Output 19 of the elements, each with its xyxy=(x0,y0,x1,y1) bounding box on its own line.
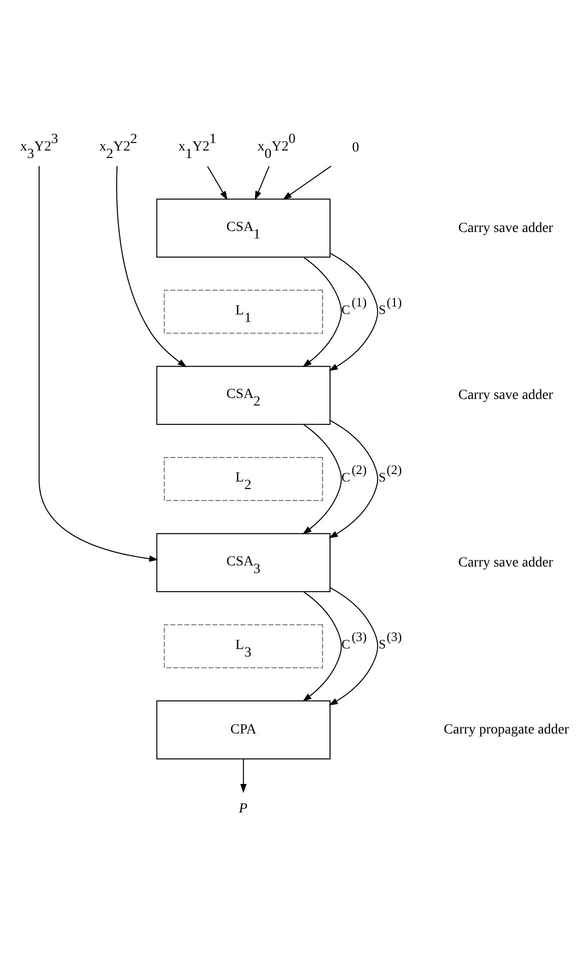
label: Carry save adder xyxy=(458,388,554,403)
arrow xyxy=(254,165,270,200)
label: Carry save adder xyxy=(458,554,554,570)
node-box: CPA xyxy=(156,700,331,759)
label: Carry propagate adder xyxy=(444,722,569,738)
arrow xyxy=(38,165,158,562)
arrow xyxy=(207,165,228,200)
arrow xyxy=(302,424,342,534)
arrow xyxy=(328,586,378,706)
arrow xyxy=(116,165,187,367)
arrow xyxy=(302,256,342,367)
arrow xyxy=(328,252,378,371)
label: Carry save adder xyxy=(458,220,554,236)
node-text: P xyxy=(238,801,248,816)
arrow xyxy=(302,590,342,702)
node-text: 0 xyxy=(352,140,360,156)
arrow xyxy=(328,419,378,538)
arrow xyxy=(282,165,332,200)
arrow xyxy=(240,758,247,792)
